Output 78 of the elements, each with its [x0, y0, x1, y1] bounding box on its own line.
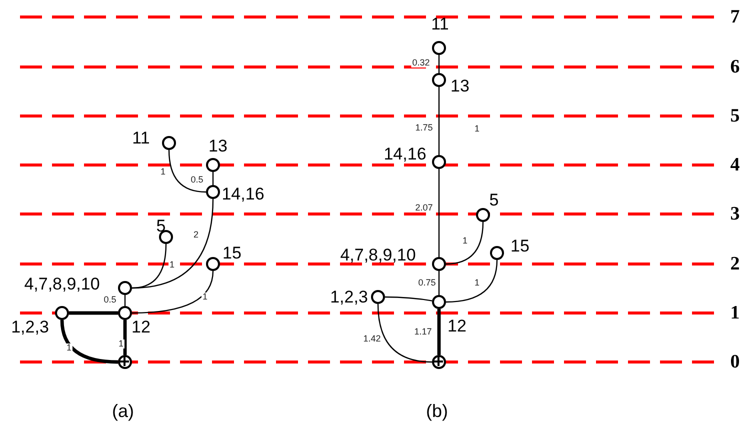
- node-id-label: 15: [222, 244, 242, 262]
- level-number: 7: [730, 8, 740, 26]
- node-id-label: 11: [132, 130, 150, 146]
- tree-node-circle: [371, 290, 385, 304]
- edge-weight-label: 1.42: [362, 334, 382, 344]
- tree-edge: [123, 320, 127, 355]
- node-id-label: 5: [489, 192, 499, 208]
- tree-edge: [438, 87, 440, 155]
- edge-weight-label: 1.75: [414, 124, 434, 132]
- tree-edge: [60, 320, 118, 364]
- edge-weight-label: 1: [474, 124, 480, 134]
- edge-weight-label: 0.75: [417, 278, 437, 288]
- panel-caption: (b): [426, 402, 448, 420]
- tree-edge: [446, 260, 498, 303]
- tree-edge: [168, 150, 206, 193]
- tree-node-circle: [206, 257, 220, 271]
- edge-weight-label: 1: [118, 340, 124, 348]
- edge-weight-label: 0.32: [411, 58, 431, 68]
- tree-node-circle: [432, 295, 446, 309]
- panel-caption: (a): [112, 402, 134, 420]
- node-id-label: 11: [431, 16, 449, 32]
- edge-weight-label: 2: [192, 230, 200, 240]
- edge-weight-label: 0.5: [190, 176, 204, 184]
- tree-node-circle: [206, 185, 220, 199]
- node-id-label: 4,7,8,9,10: [340, 246, 416, 264]
- tree-node-circle: [432, 41, 446, 55]
- tree-edge: [212, 172, 214, 185]
- tree-edge: [385, 296, 432, 302]
- level-number: 5: [730, 106, 740, 126]
- tree-node-circle: [118, 306, 132, 320]
- tree-edge: [124, 295, 126, 306]
- tree-edge: [377, 304, 432, 363]
- tree-node-circle: [432, 257, 446, 271]
- node-id-label: 13: [450, 78, 470, 94]
- node-id-label: 12: [448, 318, 466, 334]
- tree-edge: [437, 309, 441, 355]
- level-number: 6: [730, 58, 740, 76]
- edge-weight-label: 1.17: [413, 328, 433, 336]
- edge-weight-label: 1: [474, 278, 480, 288]
- tree-edge: [438, 271, 440, 295]
- edge-weight-label: 1: [462, 236, 468, 246]
- level-number: 3: [730, 204, 740, 224]
- node-id-label: 1,2,3: [11, 318, 49, 336]
- node-id-label: 14,16: [222, 186, 264, 202]
- tree-edge: [132, 198, 214, 289]
- level-number: 2: [730, 254, 740, 274]
- tree-node-circle: [159, 230, 173, 244]
- root-node-circle: [432, 355, 446, 369]
- tree-edge: [438, 169, 440, 257]
- node-id-label: 4,7,8,9,10: [24, 276, 100, 292]
- tree-node-circle: [206, 158, 220, 172]
- level-number: 1: [730, 304, 740, 322]
- edge-weight-label: 2.07: [414, 204, 434, 212]
- edge-weight-label: 1: [66, 344, 72, 352]
- tree-node-circle: [490, 246, 504, 260]
- tree-node-circle: [162, 136, 176, 150]
- tree-node-circle: [55, 306, 69, 320]
- tree-node-circle: [118, 281, 132, 295]
- edge-weight-label: 0.5: [102, 296, 118, 304]
- tree-node-circle: [432, 155, 446, 169]
- tree-node-circle: [476, 208, 490, 222]
- root-node-circle: [118, 355, 132, 369]
- level-number: 4: [730, 156, 740, 174]
- edge-weight-label: 1: [168, 260, 176, 270]
- edge-weight-label: 1: [160, 168, 166, 176]
- node-id-label: 1,2,3: [330, 288, 368, 306]
- node-id-label: 15: [510, 238, 530, 254]
- tree-edge: [438, 55, 440, 73]
- level-number: 0: [730, 352, 740, 372]
- tree-edge: [446, 222, 484, 265]
- node-id-label: 14,16: [384, 146, 426, 162]
- edge-weight-label: 1: [202, 292, 208, 302]
- tree-edge: [132, 270, 214, 314]
- node-id-label: 5: [156, 218, 166, 234]
- tree-edge: [69, 311, 118, 315]
- node-id-label: 12: [132, 318, 150, 336]
- node-id-label: 13: [208, 138, 228, 154]
- tree-node-circle: [432, 73, 446, 87]
